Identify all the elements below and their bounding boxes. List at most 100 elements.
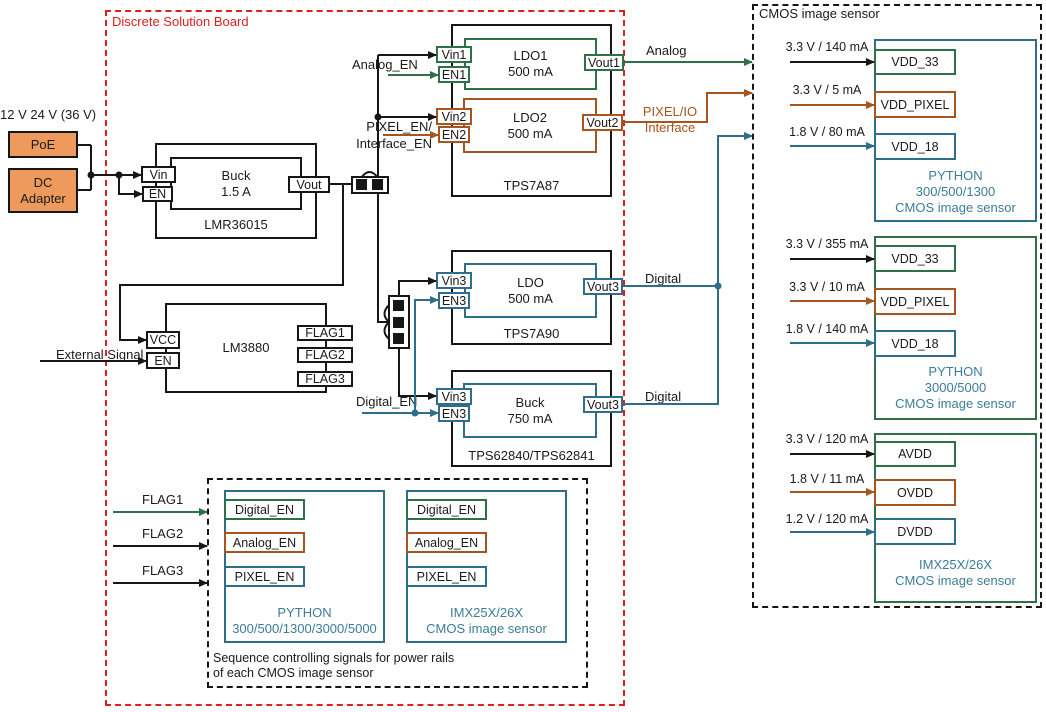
ldo2-name: LDO2 [513,109,547,125]
rail-spec: 3.3 V / 5 mA [792,83,862,97]
buck2-name: Buck [515,394,545,410]
external-signal-label: External Signal [56,347,144,362]
buck-name: Buck [221,167,251,183]
pixel-io-rail-label-line2: Interface [644,120,696,135]
buck-vout-port: Vout [288,176,330,193]
vdd-pixel-pin: VDD_PIXEL [874,91,956,118]
tps7a87-vout2-port: Vout2 [582,114,623,131]
tps7a90-part-label: TPS7A90 [503,326,560,341]
poe-source-block: PoE [8,131,78,158]
tps7a87-part-label: TPS7A87 [503,178,560,193]
rail-spec: 3.3 V / 10 mA [789,280,865,294]
digital-en-pin: Digital_EN [224,499,305,520]
rail-spec: 1.2 V / 120 mA [785,512,869,526]
tps6284x-vin3-port: Vin3 [436,388,472,405]
dc-adapter-source-block: DC Adapter [8,168,78,213]
ovdd-pin: OVDD [874,479,956,506]
buck-module: Buck 1.5 A [170,157,302,210]
sensor-name-line: CMOS image sensor [895,200,1016,215]
lm3880-flag2-port: FLAG2 [297,347,353,363]
ldo2-rating: 500 mA [507,125,553,141]
pixel-en-pin: PIXEL_EN [406,566,487,587]
input-voltage-label: 12 V 24 V (36 V) [0,107,97,122]
sequence-caption-line2: of each CMOS image sensor [213,666,374,680]
vdd33-pin: VDD_33 [874,245,956,272]
rail-spec: 1.8 V / 140 mA [785,322,869,336]
sensor-name-line: CMOS image sensor [895,573,1016,588]
vdd18-pin: VDD_18 [874,133,956,160]
cmos-sensor-panel-title: CMOS image sensor [759,6,880,21]
buck2-rating: 750 mA [507,410,553,426]
rail-spec: 3.3 V / 140 mA [785,40,869,54]
rail-spec: 3.3 V / 355 mA [785,237,869,251]
pixel-io-rail-label-line1: PIXEL/IO [642,104,698,119]
dvdd-pin: DVDD [874,518,956,545]
sensor-name: PYTHON 3000/5000 CMOS image sensor [874,364,1037,412]
sensor-name-line: IMX25X/26X [919,557,992,572]
lm3880-flag3-port: FLAG3 [297,371,353,387]
sensor-name-line: CMOS image sensor [426,621,547,636]
ldo1-module: LDO1 500 mA [464,38,597,90]
lm3880-en-port: EN [146,352,180,369]
buck-vin-port: Vin [141,166,176,183]
dc-adapter-label-line2: Adapter [20,190,66,206]
sensor-name-line: PYTHON [928,168,983,183]
ldo3-module: LDO 500 mA [464,263,597,318]
lm3880-vcc-port: VCC [146,331,180,349]
vdd-pixel-pin: VDD_PIXEL [874,288,956,315]
buck-en-port: EN [142,186,173,202]
tps7a87-vin1-port: Vin1 [436,46,472,63]
analog-en-pin: Analog_EN [224,532,305,553]
tps6284x-en3-port: EN3 [438,405,470,422]
sensor-name-line: PYTHON [277,605,332,620]
vdd33-pin: VDD_33 [874,49,956,75]
tps7a87-en1-port: EN1 [438,66,470,83]
ldo2-module: LDO2 500 mA [463,98,597,153]
flag2-signal-label: FLAG2 [142,526,184,541]
lm3880-flag1-port: FLAG1 [297,325,353,341]
pixel-en-label-line2: Interface_EN [356,136,432,151]
tps7a90-vout3-port: Vout3 [583,278,623,295]
buck-rating: 1.5 A [221,183,251,199]
analog-en-label: Analog_EN [352,57,418,72]
analog-en-pin: Analog_EN [406,532,487,553]
sensor-name-line: 300/500/1300 [915,184,996,199]
sequence-block-python-name: PYTHON 300/500/1300/3000/5000 [224,605,385,637]
vdd18-pin: VDD_18 [874,330,956,357]
sensor-name-line: CMOS image sensor [895,396,1016,411]
sequence-block-imx-name: IMX25X/26X CMOS image sensor [406,605,567,637]
sensor-name: IMX25X/26X CMOS image sensor [874,557,1037,589]
dc-adapter-label-line1: DC [33,174,53,190]
rail-spec: 3.3 V / 120 mA [785,432,869,446]
tps7a87-vin2-port: Vin2 [436,108,472,125]
tps6284x-vout3-port: Vout3 [583,396,623,413]
rail-spec: 1.8 V / 80 mA [789,125,865,139]
discrete-solution-board-title: Discrete Solution Board [112,14,249,29]
sensor-name-line: 3000/5000 [924,380,987,395]
ldo1-name: LDO1 [513,48,548,63]
flag3-signal-label: FLAG3 [142,563,184,578]
ldo1-rating: 500 mA [508,64,553,79]
sensor-name-line: PYTHON [928,364,983,379]
sensor-name-line: 300/500/1300/3000/5000 [232,621,377,636]
sensor-name-line: IMX25X/26X [450,605,523,620]
tps7a87-vout1-port: Vout1 [584,54,624,71]
avdd-pin: AVDD [874,441,956,467]
ldo3-name: LDO [517,274,544,290]
poe-label: PoE [30,136,56,152]
lm3880-part-label: LM3880 [222,340,270,355]
ldo3-rating: 500 mA [508,290,553,306]
pixel-en-label-line1: PIXEL_EN/ [366,119,432,134]
digital-rail-label-bottom: Digital [645,389,682,404]
tps7a90-en3-port: EN3 [438,292,470,309]
sequence-panel-outline [207,478,588,688]
analog-rail-label: Analog [646,43,687,58]
sensor-name: PYTHON 300/500/1300 CMOS image sensor [874,168,1037,216]
cmos-sensor-panel-outline [752,4,1042,608]
flag1-signal-label: FLAG1 [142,492,184,507]
buck2-module: Buck 750 mA [463,383,597,438]
sequence-caption-line1: Sequence controlling signals for power r… [213,651,455,665]
digital-en-label: Digital_EN [356,394,418,409]
tps7a90-vin3-port: Vin3 [436,272,472,289]
